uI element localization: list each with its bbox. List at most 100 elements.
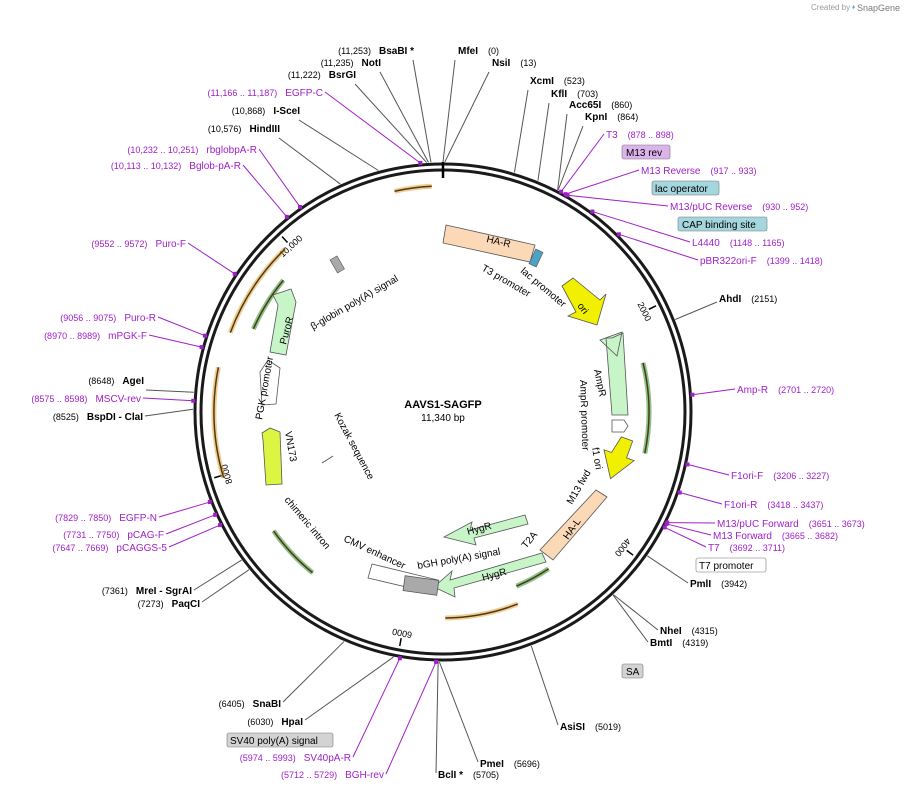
t7-promoter-box[interactable]: T7 promoter (695, 557, 767, 573)
enzyme-label[interactable]: MfeI(0) (458, 46, 499, 57)
arc-feature[interactable] (229, 248, 286, 333)
arc-feature[interactable] (252, 279, 284, 330)
enzyme-leader (144, 408, 194, 417)
pgk-promoter-feature[interactable] (259, 359, 281, 406)
enzyme-label[interactable]: BsrGI(11,222) (288, 70, 356, 81)
ampr-promoter-feature[interactable] (611, 419, 629, 433)
primer-label[interactable]: EGFP-C(11,166 .. 11,187) (208, 88, 324, 99)
f1-ori-feature[interactable] (595, 433, 640, 484)
primer-label[interactable]: F1ori-F(3206 .. 3227) (731, 471, 829, 482)
vn173-feature[interactable] (261, 427, 283, 486)
enzyme-label[interactable]: AsiSI(5019) (560, 722, 621, 733)
enzyme-label[interactable]: XcmI(523) (530, 76, 585, 87)
puror-feature[interactable] (269, 288, 297, 356)
arc-feature[interactable] (445, 603, 519, 619)
primer-label[interactable]: SV40pA-R(5974 .. 5993) (240, 753, 351, 764)
enzyme-leader (442, 59, 456, 163)
site-position: (11,166 .. 11,187) (208, 88, 278, 98)
ha-l-feature[interactable] (539, 489, 608, 561)
lac-operator-box[interactable]: lac operator (651, 180, 720, 196)
arc-feature[interactable] (272, 530, 314, 574)
sa-box[interactable]: SA (621, 663, 644, 679)
enzyme-label[interactable]: BmtI(4319) (650, 638, 708, 649)
site-name: F1ori-R (724, 500, 757, 511)
arc-feature[interactable] (394, 185, 432, 192)
enzyme-label[interactable]: KpnI(864) (585, 112, 638, 123)
hygr-feature-lower[interactable] (433, 552, 547, 598)
plasmid-name: AAVS1-SAGFP (404, 399, 481, 411)
enzyme-label[interactable]: BclI *(5705) (438, 770, 499, 781)
primer-label[interactable]: M13 Forward(3665 .. 3682) (713, 531, 838, 542)
primer-leader (592, 211, 691, 243)
primer-label[interactable]: Bglob-pA-R(10,113 .. 10,132) (111, 161, 241, 172)
arc-feature[interactable] (516, 568, 550, 587)
primer-label[interactable]: T7(3692 .. 3711) (708, 543, 785, 554)
enzyme-label[interactable]: AgeI(8648) (88, 376, 144, 387)
primer-label[interactable]: F1ori-R(3418 .. 3437) (724, 500, 823, 511)
enzyme-leader (354, 83, 428, 163)
primer-label[interactable]: M13 Reverse(917 .. 933) (641, 166, 757, 177)
primer-label[interactable]: pBR322ori-F(1399 .. 1418) (700, 256, 823, 267)
primer-label[interactable]: Puro-F(9552 .. 9572) (91, 239, 186, 250)
enzyme-label[interactable]: PaqCI(7273) (138, 599, 201, 610)
site-name: SnaBI (253, 699, 282, 710)
enzyme-label[interactable]: PmlI(3942) (690, 579, 747, 590)
site-position: (3651 .. 3673) (809, 519, 865, 529)
primer-label[interactable]: L4440(1148 .. 1165) (692, 238, 785, 249)
primer-label[interactable]: Puro-R(9056 .. 9075) (60, 313, 156, 324)
site-name: SV40pA-R (304, 753, 351, 764)
ruler-label: 6000 (391, 627, 413, 640)
site-name: Puro-F (155, 239, 186, 250)
site-position: (523) (564, 76, 585, 86)
enzyme-leader (647, 555, 689, 584)
hygr-feature-upper[interactable] (442, 514, 529, 546)
arc-feature[interactable] (642, 362, 650, 454)
primer-label[interactable]: pCAG-F(7731 .. 7750) (63, 530, 164, 541)
enzyme-label[interactable]: I-SceI(10,868) (232, 106, 300, 117)
enzyme-label[interactable]: NsiI(13) (492, 58, 536, 69)
ori-feature[interactable] (561, 277, 607, 326)
site-name: M13/pUC Forward (717, 519, 799, 530)
primer-label[interactable]: Amp-R(2701 .. 2720) (737, 385, 834, 396)
enzyme-label[interactable]: SnaBI(6405) (219, 699, 282, 710)
enzyme-label[interactable]: NheI(4315) (660, 626, 718, 637)
enzyme-label[interactable]: BspDI - ClaI(8525) (53, 412, 143, 423)
snapgene-logo-icon: ⬪ (852, 2, 855, 13)
enzyme-label[interactable]: MreI - SgrAI(7361) (102, 586, 192, 597)
primer-leader (618, 233, 699, 261)
site-name: M13 Reverse (641, 166, 701, 177)
site-position: (1148 .. 1165) (730, 238, 785, 248)
enzyme-label[interactable]: HindIII(10,576) (208, 124, 280, 135)
ampr-feature[interactable] (599, 331, 629, 416)
m13-rev-box[interactable]: M13 rev (621, 144, 671, 160)
primer-label[interactable]: M13/pUC Reverse(930 .. 952) (670, 202, 808, 213)
enzyme-leader (278, 137, 341, 185)
enzyme-label[interactable]: BsaBI *(11,253) (338, 46, 414, 57)
site-name: EGFP-N (119, 513, 157, 524)
ruler-tick (281, 236, 289, 244)
site-name: Acc65I (569, 100, 601, 111)
primer-label[interactable]: M13/pUC Forward (3651 .. 3673) (717, 519, 865, 530)
enzyme-label[interactable]: KflI(703) (551, 89, 598, 100)
cap-binding-site-box[interactable]: CAP binding site (677, 216, 768, 232)
arc-feature[interactable] (213, 367, 225, 478)
primer-site-mark (559, 189, 564, 194)
enzyme-leader (675, 301, 718, 320)
primer-label[interactable]: MSCV-rev(8575 .. 8598) (31, 394, 141, 405)
primer-label[interactable]: BGH-rev(5712 .. 5729) (281, 770, 384, 781)
site-position: (0) (488, 46, 499, 56)
enzyme-leader (513, 89, 529, 173)
primer-label[interactable]: EGFP-N(7829 .. 7850) (55, 513, 157, 524)
site-position: (7273) (138, 599, 164, 609)
primer-label[interactable]: mPGK-F(8970 .. 8989) (44, 331, 147, 342)
primer-label[interactable]: pCAGGS-5(7647 .. 7669) (52, 543, 167, 554)
enzyme-label[interactable]: Acc65I(860) (569, 100, 632, 111)
enzyme-label[interactable]: PmeI(5696) (480, 759, 540, 770)
enzyme-label[interactable]: AhdI(2151) (719, 294, 777, 305)
primer-label[interactable]: rbglobpA-R(10,232 .. 10,251) (127, 145, 257, 156)
enzyme-label[interactable]: NotI(11,235) (321, 58, 382, 69)
enzyme-label[interactable]: HpaI(6030) (247, 717, 303, 728)
primer-label[interactable]: T3(878 .. 898) (606, 130, 674, 141)
primer-site-mark (677, 490, 682, 495)
sv40-polya-box[interactable]: SV40 poly(A) signal (226, 732, 334, 748)
